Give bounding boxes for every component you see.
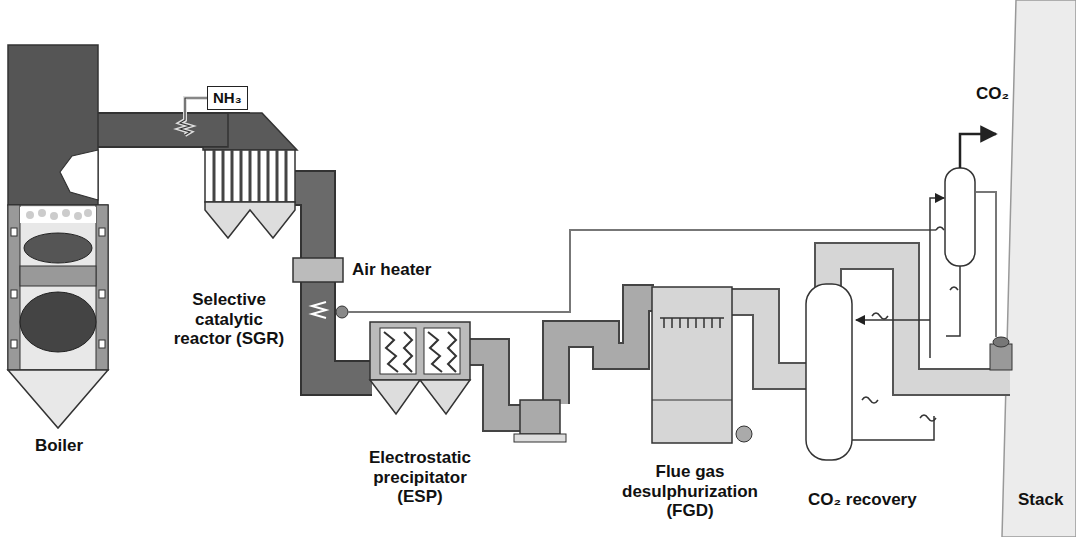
process-line <box>856 319 930 321</box>
equipment-label: Electrostatic precipitator (ESP) <box>356 448 484 507</box>
duct-outline <box>730 302 806 376</box>
catalyst-layers <box>214 150 286 202</box>
duct-outline <box>290 188 372 378</box>
bed-particle <box>84 209 92 217</box>
electrodes <box>384 332 412 372</box>
bed-particle <box>26 211 34 219</box>
equipment-label: CO₂ recovery <box>808 490 917 510</box>
catalyst-bed <box>205 150 295 202</box>
boiler-hopper <box>8 370 108 428</box>
boiler-column <box>8 205 20 370</box>
slurry-pump <box>736 426 752 442</box>
line-squiggle <box>862 397 878 403</box>
boiler-furnace <box>8 45 98 205</box>
heater-port <box>336 306 348 318</box>
boiler-port <box>11 290 17 298</box>
process-line <box>976 192 996 337</box>
flue-gas-duct <box>470 352 524 418</box>
co2-outlet-arrow <box>960 134 996 168</box>
boiler-port <box>99 340 105 348</box>
ammonia-pipe <box>180 98 207 135</box>
coal-bed <box>24 233 92 263</box>
bed-particle <box>62 209 70 217</box>
process-line <box>930 198 944 358</box>
slurry-level <box>652 399 732 400</box>
stream-label: CO₂ <box>976 84 1009 104</box>
bed-particle <box>74 212 82 220</box>
spray-header <box>660 318 724 328</box>
boiler-port <box>11 340 17 348</box>
boiler-port <box>11 228 17 236</box>
line-squiggle <box>950 287 958 290</box>
flue-gas-duct <box>556 298 654 404</box>
ash-hopper <box>370 380 420 414</box>
clean-gas-duct <box>730 302 806 376</box>
boiler-column <box>96 205 108 370</box>
hot-gas-duct <box>290 188 372 378</box>
process-line <box>946 266 960 336</box>
line-squiggle <box>936 227 944 230</box>
duct-outline <box>828 256 1010 382</box>
reactor-hopper <box>205 202 295 238</box>
co2-stripper <box>945 168 975 266</box>
ammonia-pipe <box>180 98 207 135</box>
fan-base <box>514 434 566 442</box>
electrode-chamber <box>380 328 416 374</box>
duct-outline <box>470 352 524 418</box>
ash-hopper <box>420 380 470 414</box>
electrode-chamber <box>424 328 460 374</box>
process-line <box>348 230 936 312</box>
line-squiggle <box>872 313 888 319</box>
equipment-label: Boiler <box>14 436 104 456</box>
equipment-label: Stack <box>1018 490 1063 510</box>
gas-heater <box>990 344 1012 370</box>
boiler-port <box>99 290 105 298</box>
gas-heater-cap <box>993 337 1009 347</box>
process-line <box>852 416 934 440</box>
coal-bed <box>20 292 96 352</box>
reagent-box: NH₃ <box>207 86 248 110</box>
boiler-body <box>8 205 108 370</box>
boiler-port <box>99 228 105 236</box>
bed-particle <box>38 209 46 217</box>
stack <box>1002 0 1076 537</box>
duct-outline <box>96 112 250 148</box>
equipment-label: Selective catalytic reactor (SGR) <box>164 290 294 349</box>
duct-outline <box>556 298 654 404</box>
air-heater-box <box>293 258 343 282</box>
hot-gas-duct <box>96 114 250 146</box>
bed-surface <box>20 207 96 223</box>
line-squiggle <box>920 415 936 421</box>
precipitator-body <box>370 322 470 380</box>
boiler-grate <box>20 266 96 286</box>
node-text: NH₃ <box>213 88 242 108</box>
co2-absorber <box>806 284 852 460</box>
bed-particle <box>50 212 58 220</box>
reactor-hood <box>203 113 297 150</box>
furnace-nose <box>60 150 98 200</box>
equipment-label: Air heater <box>352 260 431 280</box>
induced-draft-fan <box>520 400 560 434</box>
absorber-tower <box>652 287 732 443</box>
equipment-label: Flue gas desulphurization (FGD) <box>612 462 768 521</box>
electrodes <box>428 332 456 372</box>
clean-gas-duct <box>828 256 1010 382</box>
heater-coil <box>312 302 326 318</box>
